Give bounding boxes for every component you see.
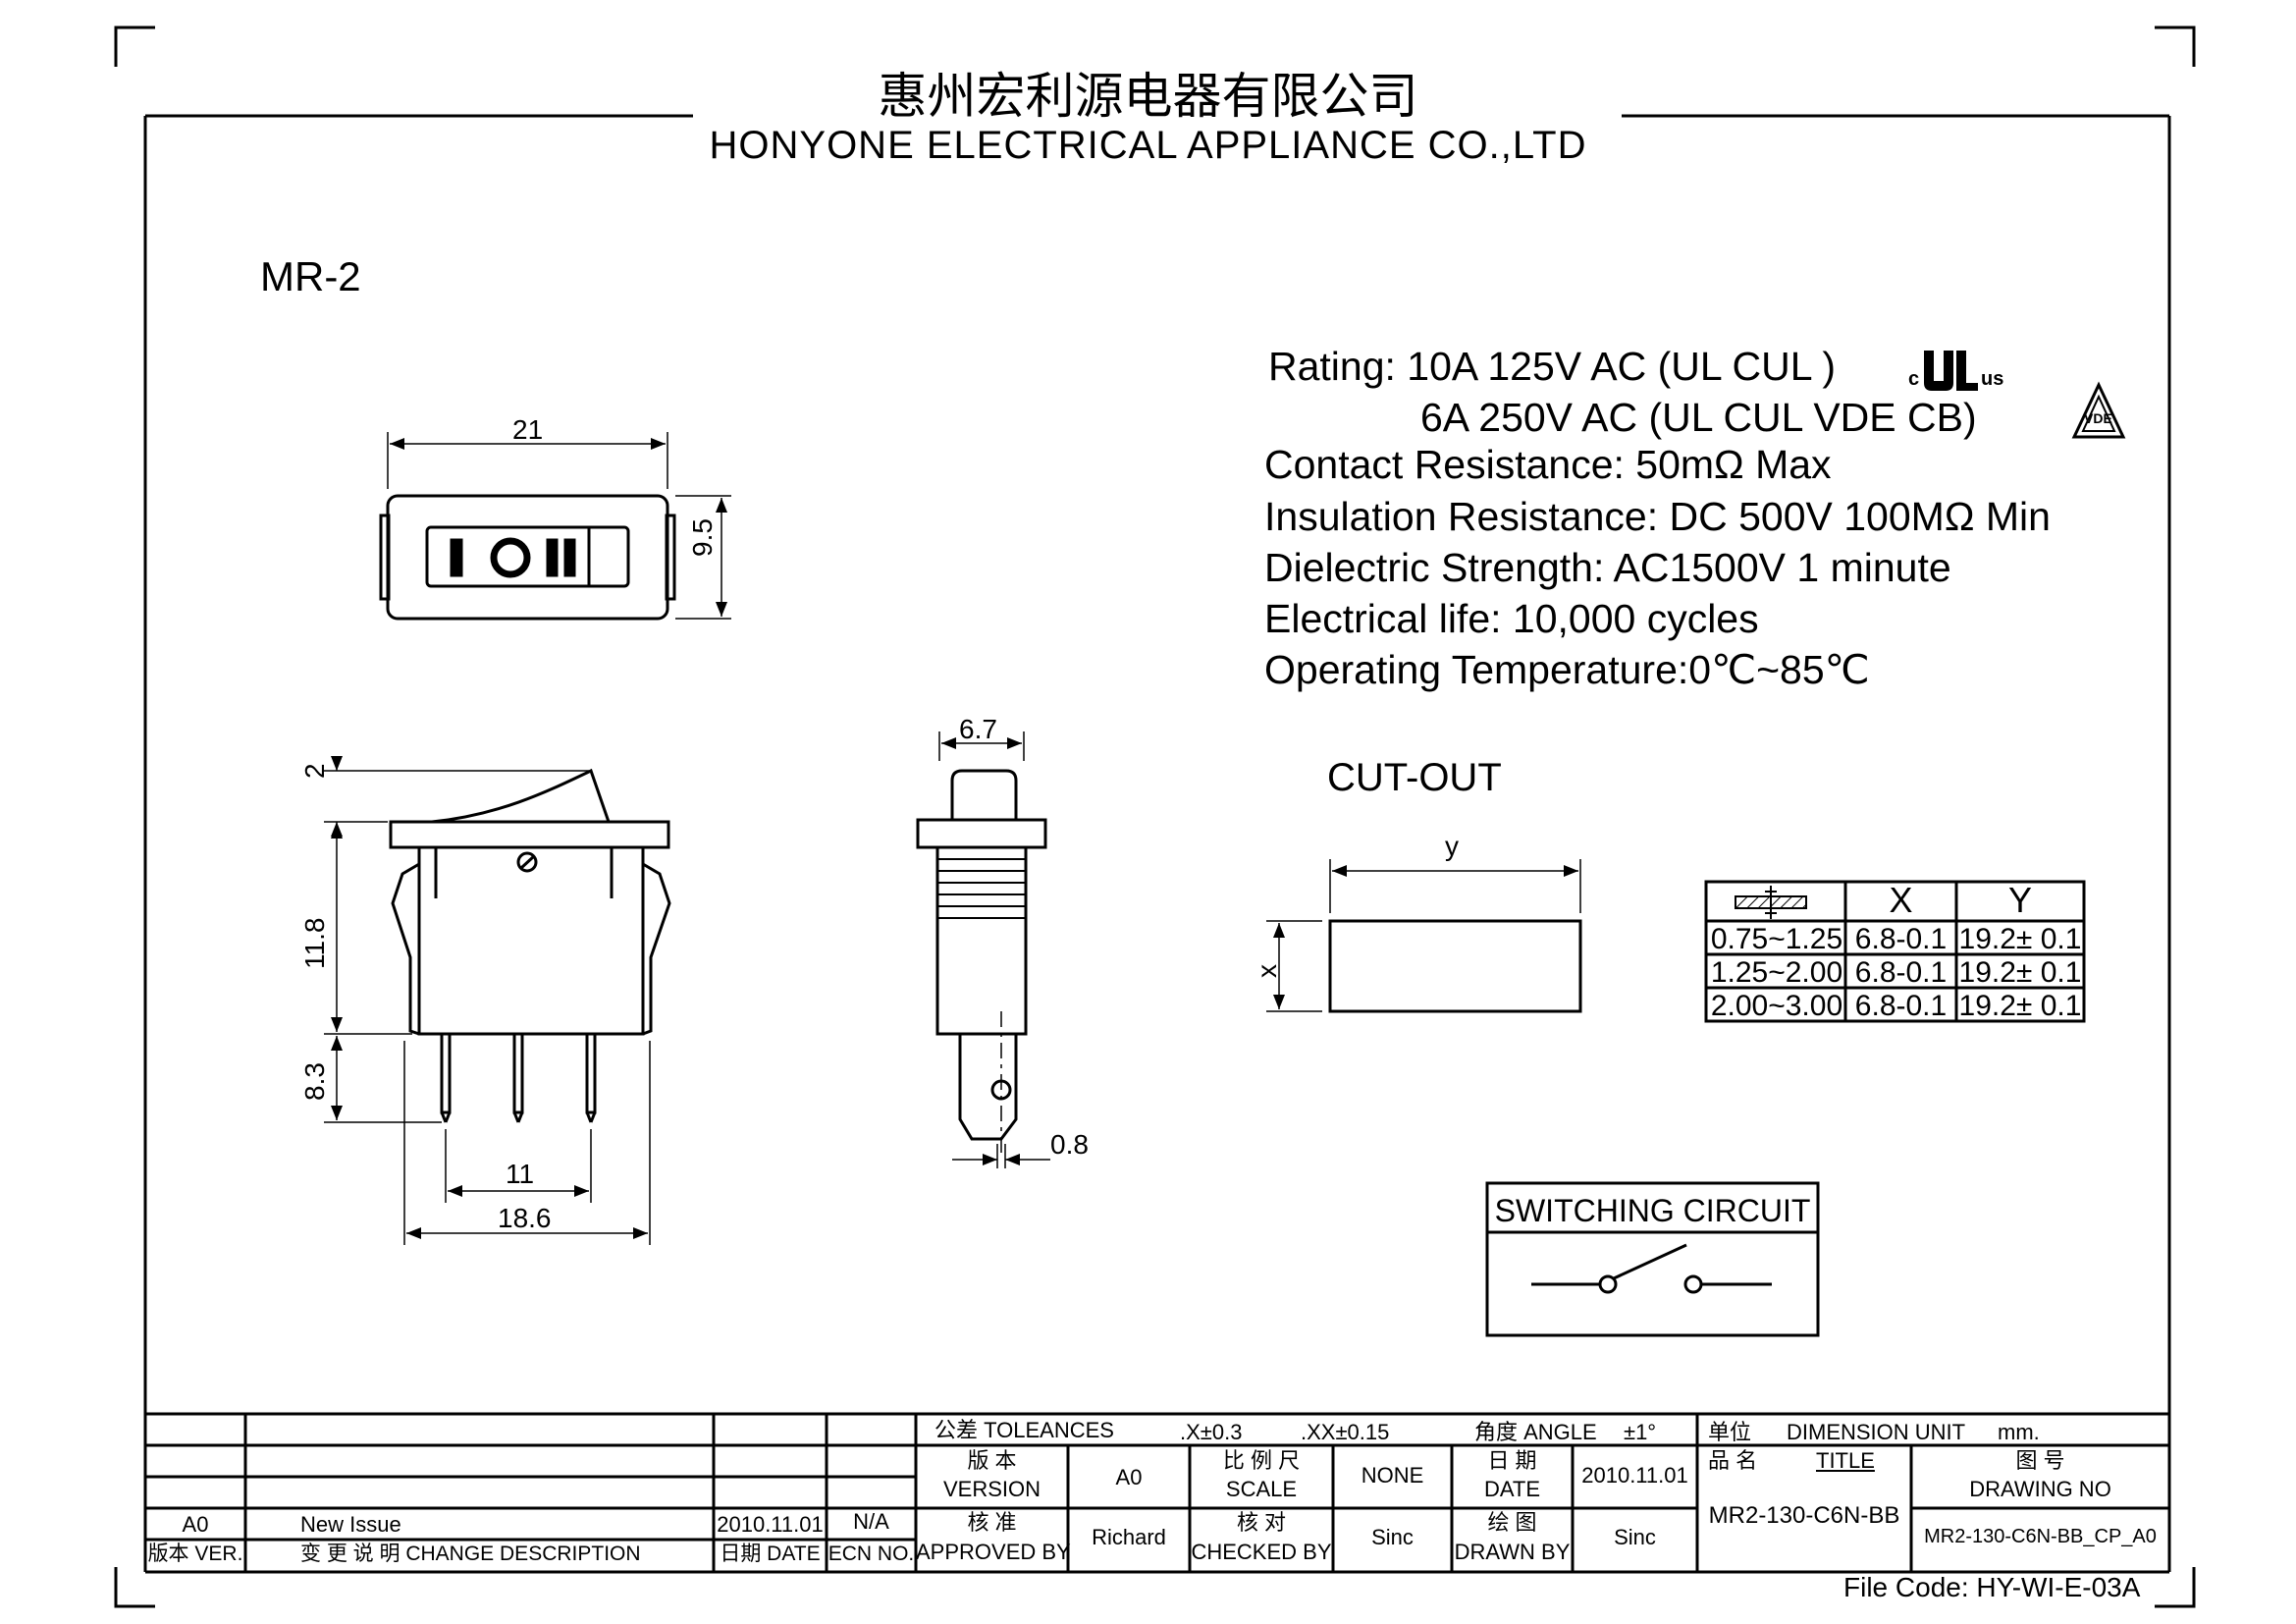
tb-checked-en: CHECKED BY — [1191, 1540, 1332, 1564]
rev-header-version: 版本 VER. — [147, 1543, 243, 1565]
tb-title-value: MR2-130-C6N-BB — [1708, 1502, 1900, 1529]
rev-description: New Issue — [300, 1512, 401, 1537]
title-block-grid — [145, 1412, 2169, 1572]
spec-contact-resistance: Contact Resistance: 50mΩ Max — [1264, 442, 1832, 487]
tb-date-value: 2010.11.01 — [1581, 1463, 1688, 1488]
switch-top-view — [379, 432, 731, 621]
tb-drawing-no-value: MR2-130-C6N-BB_CP_A0 — [1924, 1526, 2157, 1547]
tb-drawn-cn: 绘 图 — [1487, 1510, 1537, 1535]
dim-terminal-thickness: 0.8 — [1050, 1129, 1089, 1160]
cutout-table-grid — [1704, 880, 2086, 1023]
file-code: File Code: HY-WI-E-03A — [1843, 1572, 2141, 1602]
dim-body: 11.8 — [299, 917, 330, 969]
tb-scale-value: NONE — [1361, 1463, 1424, 1488]
company-name-cn: 惠州宏利源电器有限公司 — [878, 68, 1418, 125]
switch-front-view — [324, 756, 671, 1245]
model-number: MR-2 — [260, 253, 361, 299]
switching-circuit-title: SWITCHING CIRCUIT — [1494, 1193, 1811, 1228]
cutout-row-3-x: 6.8-0.1 — [1854, 990, 1948, 1022]
tb-checked-value: Sinc — [1371, 1525, 1414, 1549]
spec-rating-1: Rating: 10A 125V AC (UL CUL ) — [1268, 344, 1837, 389]
tb-approved-cn: 核 准 — [967, 1510, 1017, 1535]
tb-version-value: A0 — [1115, 1465, 1143, 1489]
tb-drawing-no-en: DRAWING NO — [1969, 1477, 2111, 1501]
dim-rocker: 2 — [299, 763, 330, 779]
tb-title-en: TITLE — [1816, 1448, 1875, 1473]
dim-terminal: 8.3 — [299, 1062, 330, 1101]
switch-side-view — [916, 731, 1050, 1168]
rev-header-ecn: ECN NO. — [828, 1543, 915, 1565]
tb-date-en: DATE — [1483, 1477, 1541, 1501]
tb-version-en: VERSION — [942, 1477, 1041, 1501]
dim-top-height: 9.5 — [687, 518, 718, 557]
cutout-row-3-y: 19.2± 0.1 — [1958, 990, 2082, 1022]
tb-tolerance-label: 公差 TOLEANCES — [934, 1418, 1114, 1442]
tb-unit-mm: mm. — [1998, 1420, 2040, 1444]
switching-circuit-symbol — [1485, 1181, 1820, 1337]
spec-rating-2: 6A 250V AC (UL CUL VDE CB) — [1420, 395, 1977, 440]
tb-unit-cn: 单位 — [1708, 1420, 1752, 1444]
tb-approved-value: Richard — [1092, 1525, 1166, 1549]
tb-drawn-value: Sinc — [1614, 1525, 1656, 1549]
company-name-en: HONYONE ELECTRICAL APPLIANCE CO.,LTD — [709, 124, 1587, 167]
rev-header-description: 变 更 说 明 CHANGE DESCRIPTION — [300, 1543, 641, 1565]
dim-top-width: 21 — [512, 414, 544, 445]
cutout-row-2-panel: 1.25~2.00 — [1710, 956, 1843, 989]
spec-operating-temperature: Operating Temperature:0℃~85℃ — [1264, 647, 1870, 692]
tb-version-cn: 版 本 — [967, 1448, 1017, 1473]
tb-tolerance-x: .X±0.3 — [1180, 1420, 1243, 1444]
dim-side-width: 6.7 — [959, 714, 997, 744]
ul-mark-icon — [1924, 351, 1978, 391]
rev-header-date: 日期 DATE — [720, 1543, 821, 1565]
tb-approved-en: APPROVED BY — [916, 1540, 1071, 1564]
dim-pitch: 11 — [506, 1159, 535, 1189]
main-frame — [143, 114, 2171, 1574]
tb-angle-label: 角度 ANGLE — [1474, 1420, 1597, 1444]
cutout-row-3-panel: 2.00~3.00 — [1710, 990, 1843, 1022]
tb-tolerance-xx: .XX±0.15 — [1301, 1420, 1390, 1444]
tb-angle-value: ±1° — [1624, 1420, 1657, 1444]
rev-version: A0 — [182, 1512, 209, 1537]
cutout-x-label: x — [1252, 964, 1282, 978]
vde-mark-text: VDE — [2084, 410, 2112, 426]
tb-scale-cn: 比 例 尺 — [1222, 1448, 1301, 1473]
cutout-col-x: X — [1889, 880, 1913, 920]
cutout-drawing — [1266, 859, 1582, 1013]
cutout-title: CUT-OUT — [1327, 756, 1502, 799]
cutout-row-1-panel: 0.75~1.25 — [1710, 923, 1843, 955]
spec-electrical-life: Electrical life: 10,000 cycles — [1264, 596, 1759, 641]
tb-drawing-no-cn: 图 号 — [2015, 1448, 2065, 1473]
tb-title-cn: 品 名 — [1708, 1448, 1758, 1473]
rev-date: 2010.11.01 — [717, 1512, 824, 1537]
cutout-row-1-y: 19.2± 0.1 — [1958, 923, 2082, 955]
cutout-row-2-y: 19.2± 0.1 — [1958, 956, 2082, 989]
corner-marks — [114, 26, 2196, 1608]
ul-mark-c: c — [1908, 368, 1920, 390]
tb-date-cn: 日 期 — [1487, 1448, 1537, 1473]
ul-mark-us: us — [1981, 368, 2004, 390]
tb-dimension-unit: DIMENSION UNIT — [1787, 1420, 1966, 1444]
cutout-col-y: Y — [2007, 880, 2032, 920]
cutout-row-1-x: 6.8-0.1 — [1854, 923, 1948, 955]
cutout-row-2-x: 6.8-0.1 — [1854, 956, 1948, 989]
cutout-y-label: y — [1445, 831, 1459, 861]
tb-drawn-en: DRAWN BY — [1454, 1540, 1571, 1564]
vde-mark-icon — [2071, 381, 2126, 439]
dim-base: 18.6 — [498, 1203, 552, 1233]
rev-ecn: N/A — [853, 1509, 889, 1534]
tb-checked-cn: 核 对 — [1236, 1510, 1287, 1535]
spec-dielectric-strength: Dielectric Strength: AC1500V 1 minute — [1264, 545, 1951, 590]
tb-scale-en: SCALE — [1225, 1477, 1298, 1501]
spec-insulation-resistance: Insulation Resistance: DC 500V 100MΩ Min — [1264, 494, 2051, 539]
